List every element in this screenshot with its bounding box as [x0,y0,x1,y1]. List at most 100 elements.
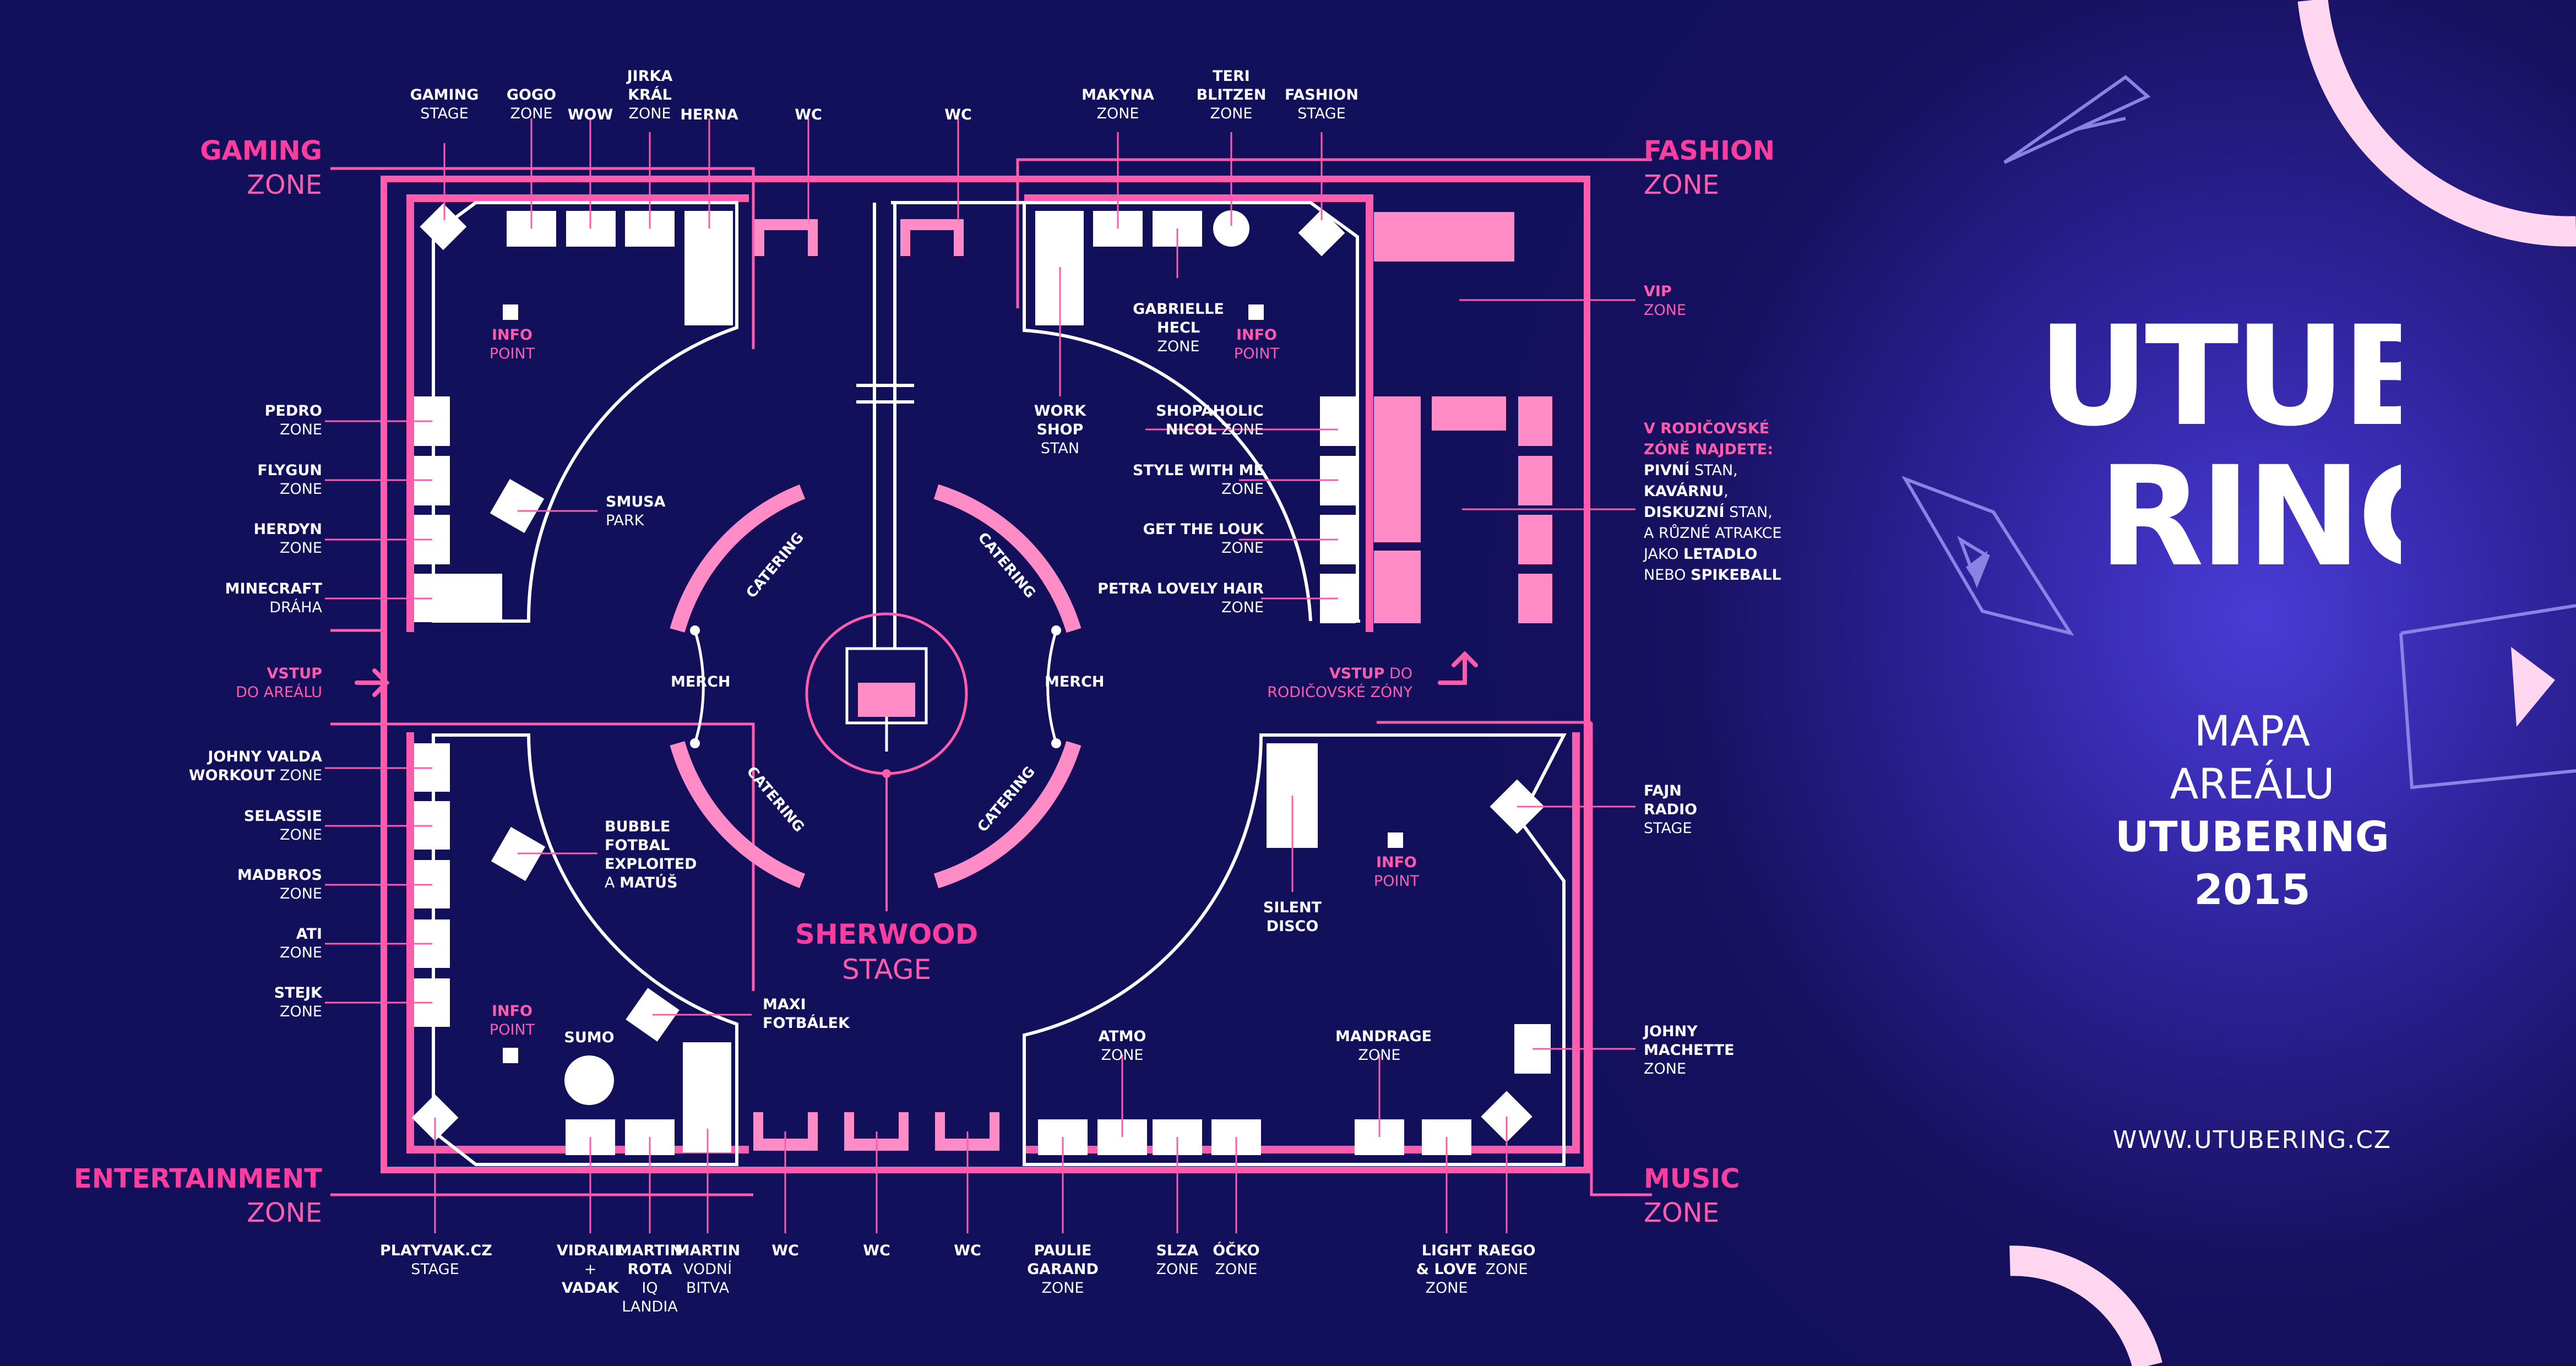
entertainment-zone-line [330,722,755,991]
outer-boundary [381,176,1590,1173]
decor-arc-bottom [2009,1245,2162,1366]
merch-dot-l2 [690,738,700,748]
decor-compass-needle [1966,551,1988,584]
sumo-label: SUMO [564,1029,615,1046]
catering-arc-bl [670,741,806,889]
merch-dot-l1 [690,625,700,635]
area-boundaries [330,158,1652,1196]
catering-arc-br [933,741,1082,889]
leader-lines [325,118,1635,1233]
merch-label-left: MERCH [671,673,731,690]
stage-block [858,683,915,717]
wc-top-right [900,219,964,256]
herna-label: HERNA [680,106,738,123]
vidrail-vadak-label: VIDRAIL+VADAK [556,1242,624,1297]
entertainment-outline [432,733,738,1166]
wc-bottom-3 [935,1112,999,1151]
parent-entrance-arrow-icon [1438,651,1478,685]
wc-bottom-1 [753,1112,818,1151]
parent-block-7 [1374,551,1421,623]
teri-blitzen-booth [1213,210,1249,247]
music-wall [1024,732,1580,1153]
wc-label-bottom-3: WC [954,1242,981,1259]
decor-arc-top [2297,0,2576,247]
logo-line-2: RING [2098,437,2401,595]
map-title: MAPA AREÁLU UTUBERING 2015 [2115,706,2389,914]
wc-label-top-2: WC [944,106,972,123]
gaming-zone-line [330,167,755,349]
wc-label-bottom-2: WC [863,1242,890,1259]
main-entrance-arrow-icon [355,668,390,697]
decor-compass [1901,476,2074,636]
parent-block-5 [1518,515,1552,564]
merch-label-right: MERCH [1045,673,1105,690]
info-point-1 [503,304,518,320]
gaming-stage-booth [420,203,467,251]
parent-block-3 [1518,396,1552,446]
shopaholic-booth [1320,396,1356,446]
merch-arc-right [1046,630,1058,744]
fashion-outline-a [891,201,1360,623]
decor-video-frame [2399,604,2576,790]
decor-paper-plane [2003,75,2151,164]
info-point-2 [1248,304,1264,320]
entrance-arrows [355,651,1478,697]
herna-booth [684,211,733,325]
catering-arc-tl [670,484,806,633]
catering-arc-tr [933,484,1082,633]
info-point-4 [1388,832,1403,848]
website-url[interactable]: WWW.UTUBERING.CZ [2112,1126,2392,1154]
info-point-3 [503,1048,518,1063]
wc-label-bottom-1: WC [771,1242,799,1259]
background-decorations [1901,0,2576,1366]
utubering-logo: UTUBE RING [2037,296,2401,595]
fashion-stage-booth [1298,209,1345,257]
wc-bottom-2 [844,1112,909,1151]
parent-block-6 [1518,574,1552,623]
merch-dot-r1 [1051,625,1061,635]
vip-block [1374,212,1514,262]
merch-arc-left [693,630,705,744]
music-outline [1023,733,1567,1166]
fashion-zone-line [1016,158,1652,308]
